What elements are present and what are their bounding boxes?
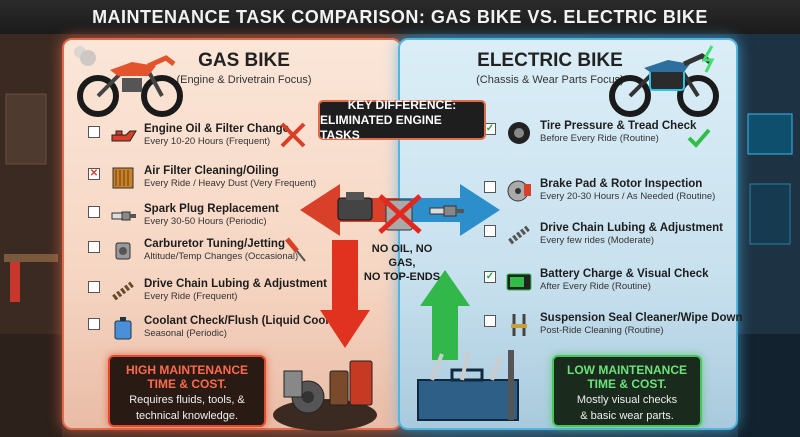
chain-icon xyxy=(112,281,134,301)
task-frequency: Every Ride (Frequent) xyxy=(144,291,238,302)
chain-icon xyxy=(508,225,530,245)
suspension-fork-icon xyxy=(511,314,527,336)
gas-task-drive-chain[interactable]: Drive Chain Lubing & Adjustment Every Ri… xyxy=(88,278,327,304)
gas-panel-header: GAS BIKE (Engine & Drivetrain Focus) xyxy=(124,50,364,86)
task-name: Drive Chain Lubing & Adjustment xyxy=(540,222,723,234)
electric-panel-subtitle: (Chassis & Wear Parts Focus) xyxy=(476,74,624,86)
electric-task-brake-inspection[interactable]: Brake Pad & Rotor Inspection Every 20-30… xyxy=(484,178,715,204)
task-frequency: Every 20-30 Hours / As Needed (Routine) xyxy=(540,191,716,202)
task-name: Carburetor Tuning/Jetting xyxy=(144,238,285,250)
toolbox-icon xyxy=(417,350,519,421)
high-maintenance-summary: HIGH MAINTENANCE TIME & COST. Requires f… xyxy=(108,355,266,427)
screwdriver-icon xyxy=(285,237,306,262)
summary-title-line2: TIME & COST. xyxy=(147,377,227,391)
task-name: Engine Oil & Filter Change xyxy=(144,123,290,135)
low-maintenance-summary: LOW MAINTENANCE TIME & COST. Mostly visu… xyxy=(552,355,702,427)
task-frequency: Altitude/Temp Changes (Occasional) xyxy=(144,251,299,262)
key-difference-line1: KEY DIFFERENCE: xyxy=(347,97,457,112)
task-frequency: Before Every Ride (Routine) xyxy=(540,133,659,144)
down-arrow-icon xyxy=(320,240,370,348)
oil-can-icon xyxy=(111,130,137,142)
task-name: Air Filter Cleaning/Oiling xyxy=(144,165,279,177)
task-frequency: After Every Ride (Routine) xyxy=(540,281,651,292)
air-filter-icon xyxy=(112,167,134,189)
task-name: Tire Pressure & Tread Check xyxy=(540,120,697,132)
electric-task-drive-chain[interactable]: Drive Chain Lubing & Adjustment Every fe… xyxy=(484,222,723,248)
summary-title-line1: LOW MAINTENANCE xyxy=(567,363,687,377)
task-frequency: Every 10-20 Hours (Frequent) xyxy=(144,136,271,147)
electric-task-checkbox[interactable]: ✓ xyxy=(484,123,496,135)
green-checkmark-icon xyxy=(687,128,711,148)
gas-task-checkbox[interactable] xyxy=(88,126,100,138)
battery-icon xyxy=(506,273,532,291)
summary-body-line2: & basic wear parts. xyxy=(580,410,674,422)
gas-task-oil-change[interactable]: Engine Oil & Filter Change Every 10-20 H… xyxy=(88,123,289,149)
key-difference-line2: ELIMINATED ENGINE TASKS xyxy=(320,112,442,142)
no-text-line2: NO TOP-ENDS xyxy=(363,271,441,283)
workshop-background-right xyxy=(738,34,800,437)
electric-panel-header: ELECTRIC BIKE (Chassis & Wear Parts Focu… xyxy=(430,50,670,86)
brake-rotor-icon xyxy=(507,180,531,202)
gas-task-carburetor[interactable]: Carburetor Tuning/Jetting Altitude/Temp … xyxy=(88,238,298,264)
title-bar: MAINTENANCE TASK COMPARISON: GAS BIKE VS… xyxy=(0,0,800,34)
summary-body-line1: Mostly visual checks xyxy=(576,394,678,406)
electric-task-battery[interactable]: ✓ Battery Charge & Visual Check After Ev… xyxy=(484,268,709,294)
electric-task-checkbox[interactable]: ✓ xyxy=(484,271,496,283)
task-name: Coolant Check/Flush (Liquid Cooled) xyxy=(144,315,346,327)
electric-task-tire-check[interactable]: ✓ Tire Pressure & Tread Check Before Eve… xyxy=(484,120,696,146)
task-name: Brake Pad & Rotor Inspection xyxy=(540,178,703,190)
electric-task-checkbox[interactable] xyxy=(484,315,496,327)
gas-task-air-filter[interactable]: ✕ Air Filter Cleaning/Oiling Every Ride … xyxy=(88,165,316,191)
engine-parts-pile-icon xyxy=(273,360,377,431)
task-name: Drive Chain Lubing & Adjustment xyxy=(144,278,327,290)
engine-icon xyxy=(337,192,373,221)
electric-dirt-bike-icon xyxy=(609,45,719,117)
task-frequency: Post-Ride Cleaning (Routine) xyxy=(540,325,664,336)
task-frequency: Every Ride / Heavy Dust (Very Frequent) xyxy=(144,178,317,189)
task-name: Spark Plug Replacement xyxy=(144,203,279,215)
task-frequency: Every few rides (Moderate) xyxy=(540,235,655,246)
gas-task-checkbox[interactable] xyxy=(88,281,100,293)
gas-task-checkbox[interactable] xyxy=(88,318,100,330)
key-difference-box: KEY DIFFERENCE: ELIMINATED ENGINE TASKS xyxy=(318,97,486,142)
gas-task-spark-plug[interactable]: Spark Plug Replacement Every 30-50 Hours… xyxy=(88,203,279,229)
electric-panel-title: ELECTRIC BIKE xyxy=(477,50,623,71)
gas-task-checkbox[interactable] xyxy=(88,241,100,253)
up-arrow-icon xyxy=(420,270,470,360)
gas-dirt-bike-icon xyxy=(74,46,183,117)
electric-task-suspension[interactable]: Suspension Seal Cleaner/Wipe Down Post-R… xyxy=(484,312,742,338)
no-oil-gas-topends-label: NO OIL, NO GAS, NO TOP-ENDS xyxy=(358,242,446,284)
spark-plug-icon xyxy=(111,211,136,221)
carburetor-icon xyxy=(115,242,131,260)
crossed-wrench-icon xyxy=(280,122,306,148)
electric-task-checkbox[interactable] xyxy=(484,225,496,237)
task-frequency: Every 30-50 Hours (Periodic) xyxy=(144,216,267,227)
page-title: MAINTENANCE TASK COMPARISON: GAS BIKE VS… xyxy=(92,6,708,27)
workshop-background-left xyxy=(0,34,62,437)
gas-panel-subtitle: (Engine & Drivetrain Focus) xyxy=(176,74,312,86)
gas-task-coolant[interactable]: Coolant Check/Flush (Liquid Cooled) Seas… xyxy=(88,315,346,341)
coolant-jug-icon xyxy=(114,317,132,340)
gas-panel-title: GAS BIKE xyxy=(198,50,290,71)
eliminated-fuel-can-icon xyxy=(378,194,422,234)
task-name: Suspension Seal Cleaner/Wipe Down xyxy=(540,312,743,324)
electric-task-checkbox[interactable] xyxy=(484,181,496,193)
no-text-line1: NO OIL, NO GAS, xyxy=(371,243,433,269)
summary-title-line2: TIME & COST. xyxy=(587,377,667,391)
summary-body-line2: technical knowledge. xyxy=(135,410,239,422)
spark-plug-icon xyxy=(429,205,464,217)
task-frequency: Seasonal (Periodic) xyxy=(144,328,227,339)
gas-task-checkbox[interactable]: ✕ xyxy=(88,168,100,180)
tire-icon xyxy=(508,122,530,144)
gas-task-checkbox[interactable] xyxy=(88,206,100,218)
summary-title-line1: HIGH MAINTENANCE xyxy=(126,363,248,377)
summary-body-line1: Requires fluids, tools, & xyxy=(129,394,245,406)
task-name: Battery Charge & Visual Check xyxy=(540,268,709,280)
